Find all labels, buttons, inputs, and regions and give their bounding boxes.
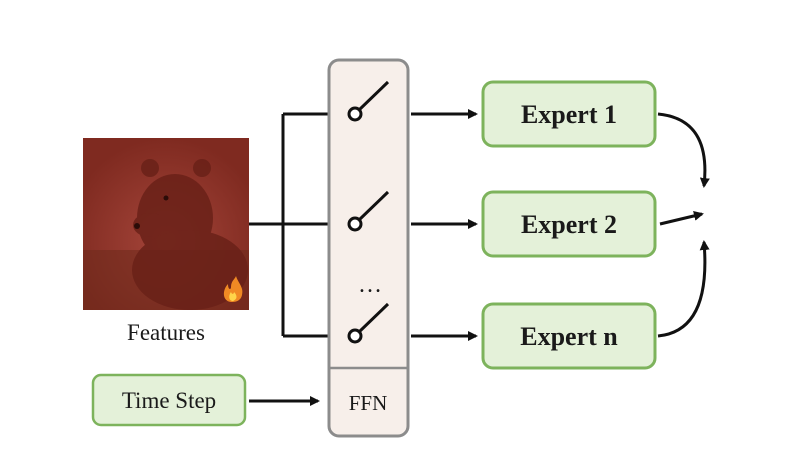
expert-label: Expert n [520, 322, 618, 351]
switch-icon [347, 302, 390, 344]
features-label: Features [127, 320, 205, 345]
bear-silhouette [132, 159, 248, 310]
merge-arrows [657, 112, 710, 338]
switch-icon [347, 80, 390, 122]
expert-label: Expert 1 [521, 100, 617, 129]
expert-label: Expert 2 [521, 210, 617, 239]
ffn-label: FFN [349, 391, 388, 415]
time-step-box: Time Step [91, 373, 247, 427]
ellipsis: … [358, 272, 382, 298]
expert-box-n: Expert n [481, 302, 657, 370]
expert-arrows [411, 109, 478, 341]
time-step-label: Time Step [122, 388, 216, 413]
features-image [83, 138, 249, 310]
fire-icon [223, 276, 243, 302]
switch-icon [347, 190, 390, 232]
ffn-panel [327, 58, 410, 438]
expert-box-1: Expert 1 [481, 80, 657, 148]
expert-box-2: Expert 2 [481, 190, 657, 258]
